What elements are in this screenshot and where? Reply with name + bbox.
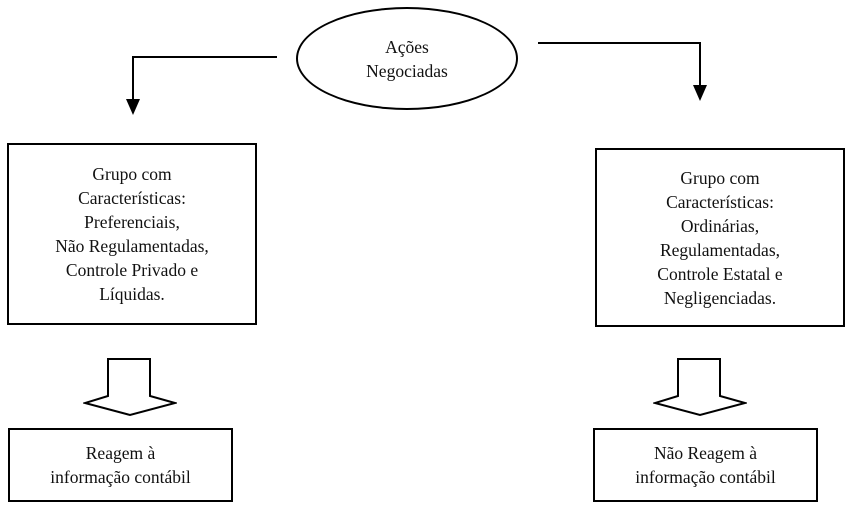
- root-label-line1: Ações: [385, 36, 429, 57]
- right-connector-arrowhead-icon: [693, 85, 707, 101]
- right-group-line5: Controle Estatal e: [657, 263, 783, 284]
- left-result-line1: Reagem à: [85, 443, 156, 463]
- left-group-line1: Grupo com: [92, 164, 172, 184]
- root-node-acoes-negociadas: Ações Negociadas: [296, 7, 518, 110]
- right-result-box: Não Reagem à informação contábil: [593, 428, 818, 502]
- left-block-down-arrow-icon: [83, 358, 177, 417]
- right-group-line3: Ordinárias,: [680, 215, 760, 236]
- right-group-line6: Negligenciadas.: [663, 287, 777, 308]
- left-group-box: Grupo com Características: Preferenciais…: [7, 143, 257, 325]
- left-group-line5: Controle Privado e: [65, 260, 199, 280]
- right-group-box: Grupo com Características: Ordinárias, R…: [595, 148, 845, 327]
- right-result-line2: informação contábil: [635, 467, 776, 487]
- right-block-down-arrow-icon: [653, 358, 747, 417]
- left-group-line6: Líquidas.: [99, 284, 165, 304]
- left-group-line3: Preferenciais,: [84, 212, 180, 232]
- left-connector-arrowhead-icon: [126, 99, 140, 115]
- root-label-line2: Negociadas: [366, 60, 448, 81]
- right-group-line1: Grupo com: [680, 167, 760, 188]
- right-connector-line: [538, 42, 701, 86]
- right-group-line4: Regulamentadas,: [659, 239, 781, 260]
- left-group-line2: Características:: [78, 188, 186, 208]
- left-connector-line: [132, 56, 277, 100]
- left-result-line2: informação contábil: [50, 467, 191, 487]
- right-result-line1: Não Reagem à: [653, 443, 757, 463]
- left-result-box: Reagem à informação contábil: [8, 428, 233, 502]
- right-group-line2: Características:: [666, 191, 774, 212]
- left-group-line4: Não Regulamentadas,: [55, 236, 209, 256]
